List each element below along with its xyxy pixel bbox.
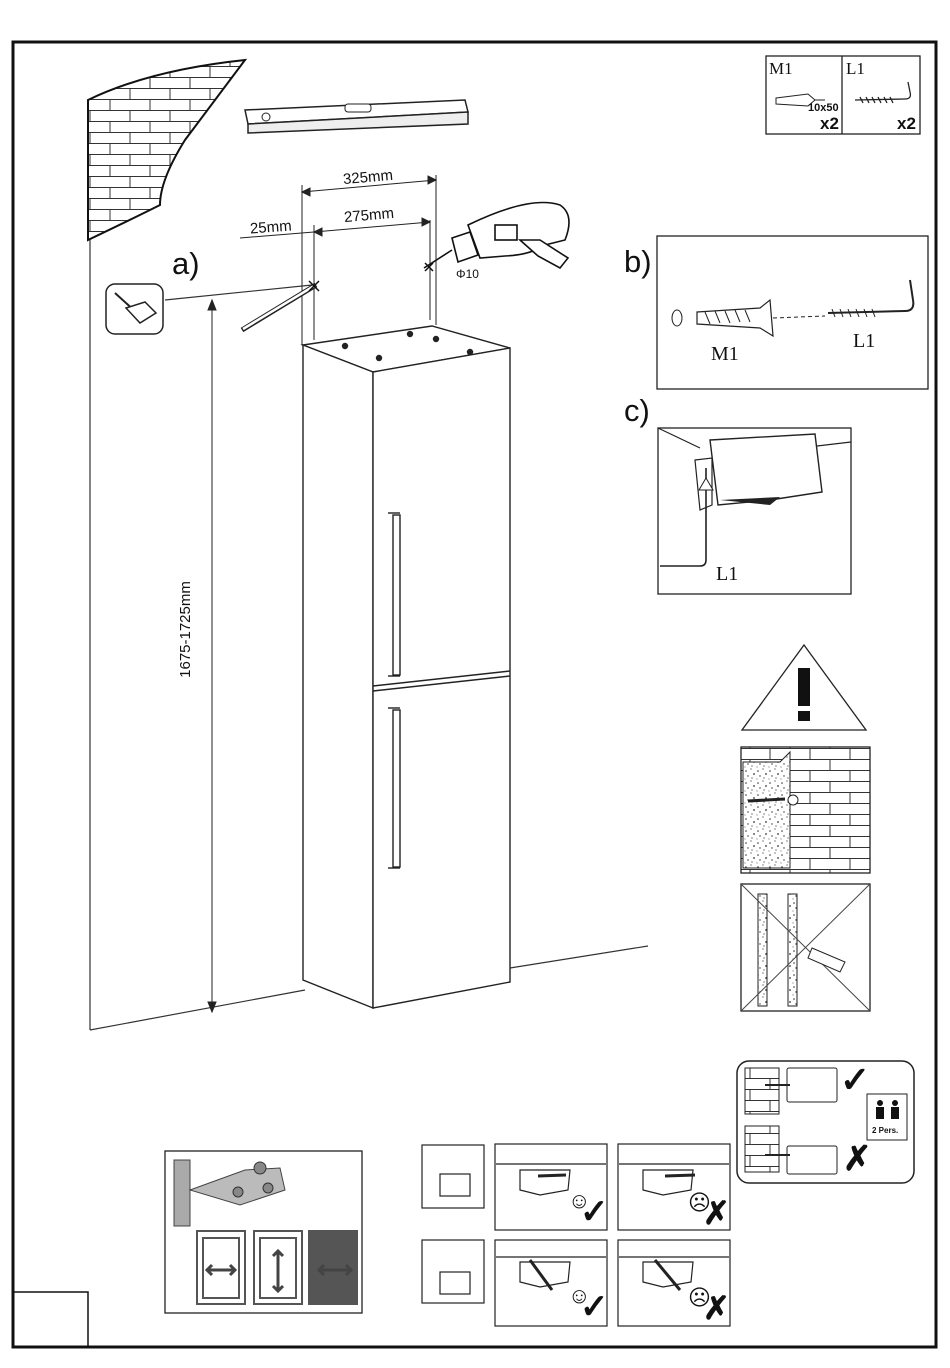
step-a-label: a) [172,248,200,279]
dimension-width-inner: 275mm [343,206,394,225]
dimension-height-range: 1675-1725mm [178,581,193,678]
part-l1-qty: x2 [897,115,916,132]
part-m1-code: M1 [769,60,793,77]
bad-mark-2: ✗ [703,1292,730,1324]
step-b-label: b) [624,246,652,277]
ok-mark-1: ✓ [580,1195,609,1229]
solid-wall-box [741,747,870,873]
hinge-adjustment-box [165,1151,362,1313]
bad-mark-top: ✗ [843,1142,872,1176]
part-m1-qty: x2 [820,115,839,132]
warning-triangle [742,645,866,730]
detail-b-l1-label: L1 [853,331,875,351]
pencil [242,285,316,330]
two-person-box [737,1061,914,1183]
detail-c-box [658,428,851,594]
detail-c-l1-label: L1 [716,564,738,584]
spirit-level [245,100,468,133]
power-drill [424,203,569,269]
hollow-wall-box [741,884,870,1011]
page-corner-box [13,1292,88,1347]
dimension-side-offset: 25mm [250,219,293,237]
dimension-width-outer: 325mm [342,168,393,187]
bad-mark-1: ✗ [703,1197,730,1229]
part-m1-size: 10x50 [808,103,839,114]
drill-diameter-label: Φ10 [456,268,479,280]
brick-wall-corner [88,60,245,240]
step-c-label: c) [624,395,650,426]
detail-b-box [657,236,928,389]
measuring-tape-icon [106,284,163,334]
tall-cabinet [303,326,510,1008]
part-l1-code: L1 [846,60,865,77]
ok-mark-2: ✓ [580,1290,609,1324]
detail-b-m1-label: M1 [711,344,739,364]
two-person-label: 2 Pers. [872,1127,898,1135]
ok-mark-top: ✓ [840,1062,870,1098]
